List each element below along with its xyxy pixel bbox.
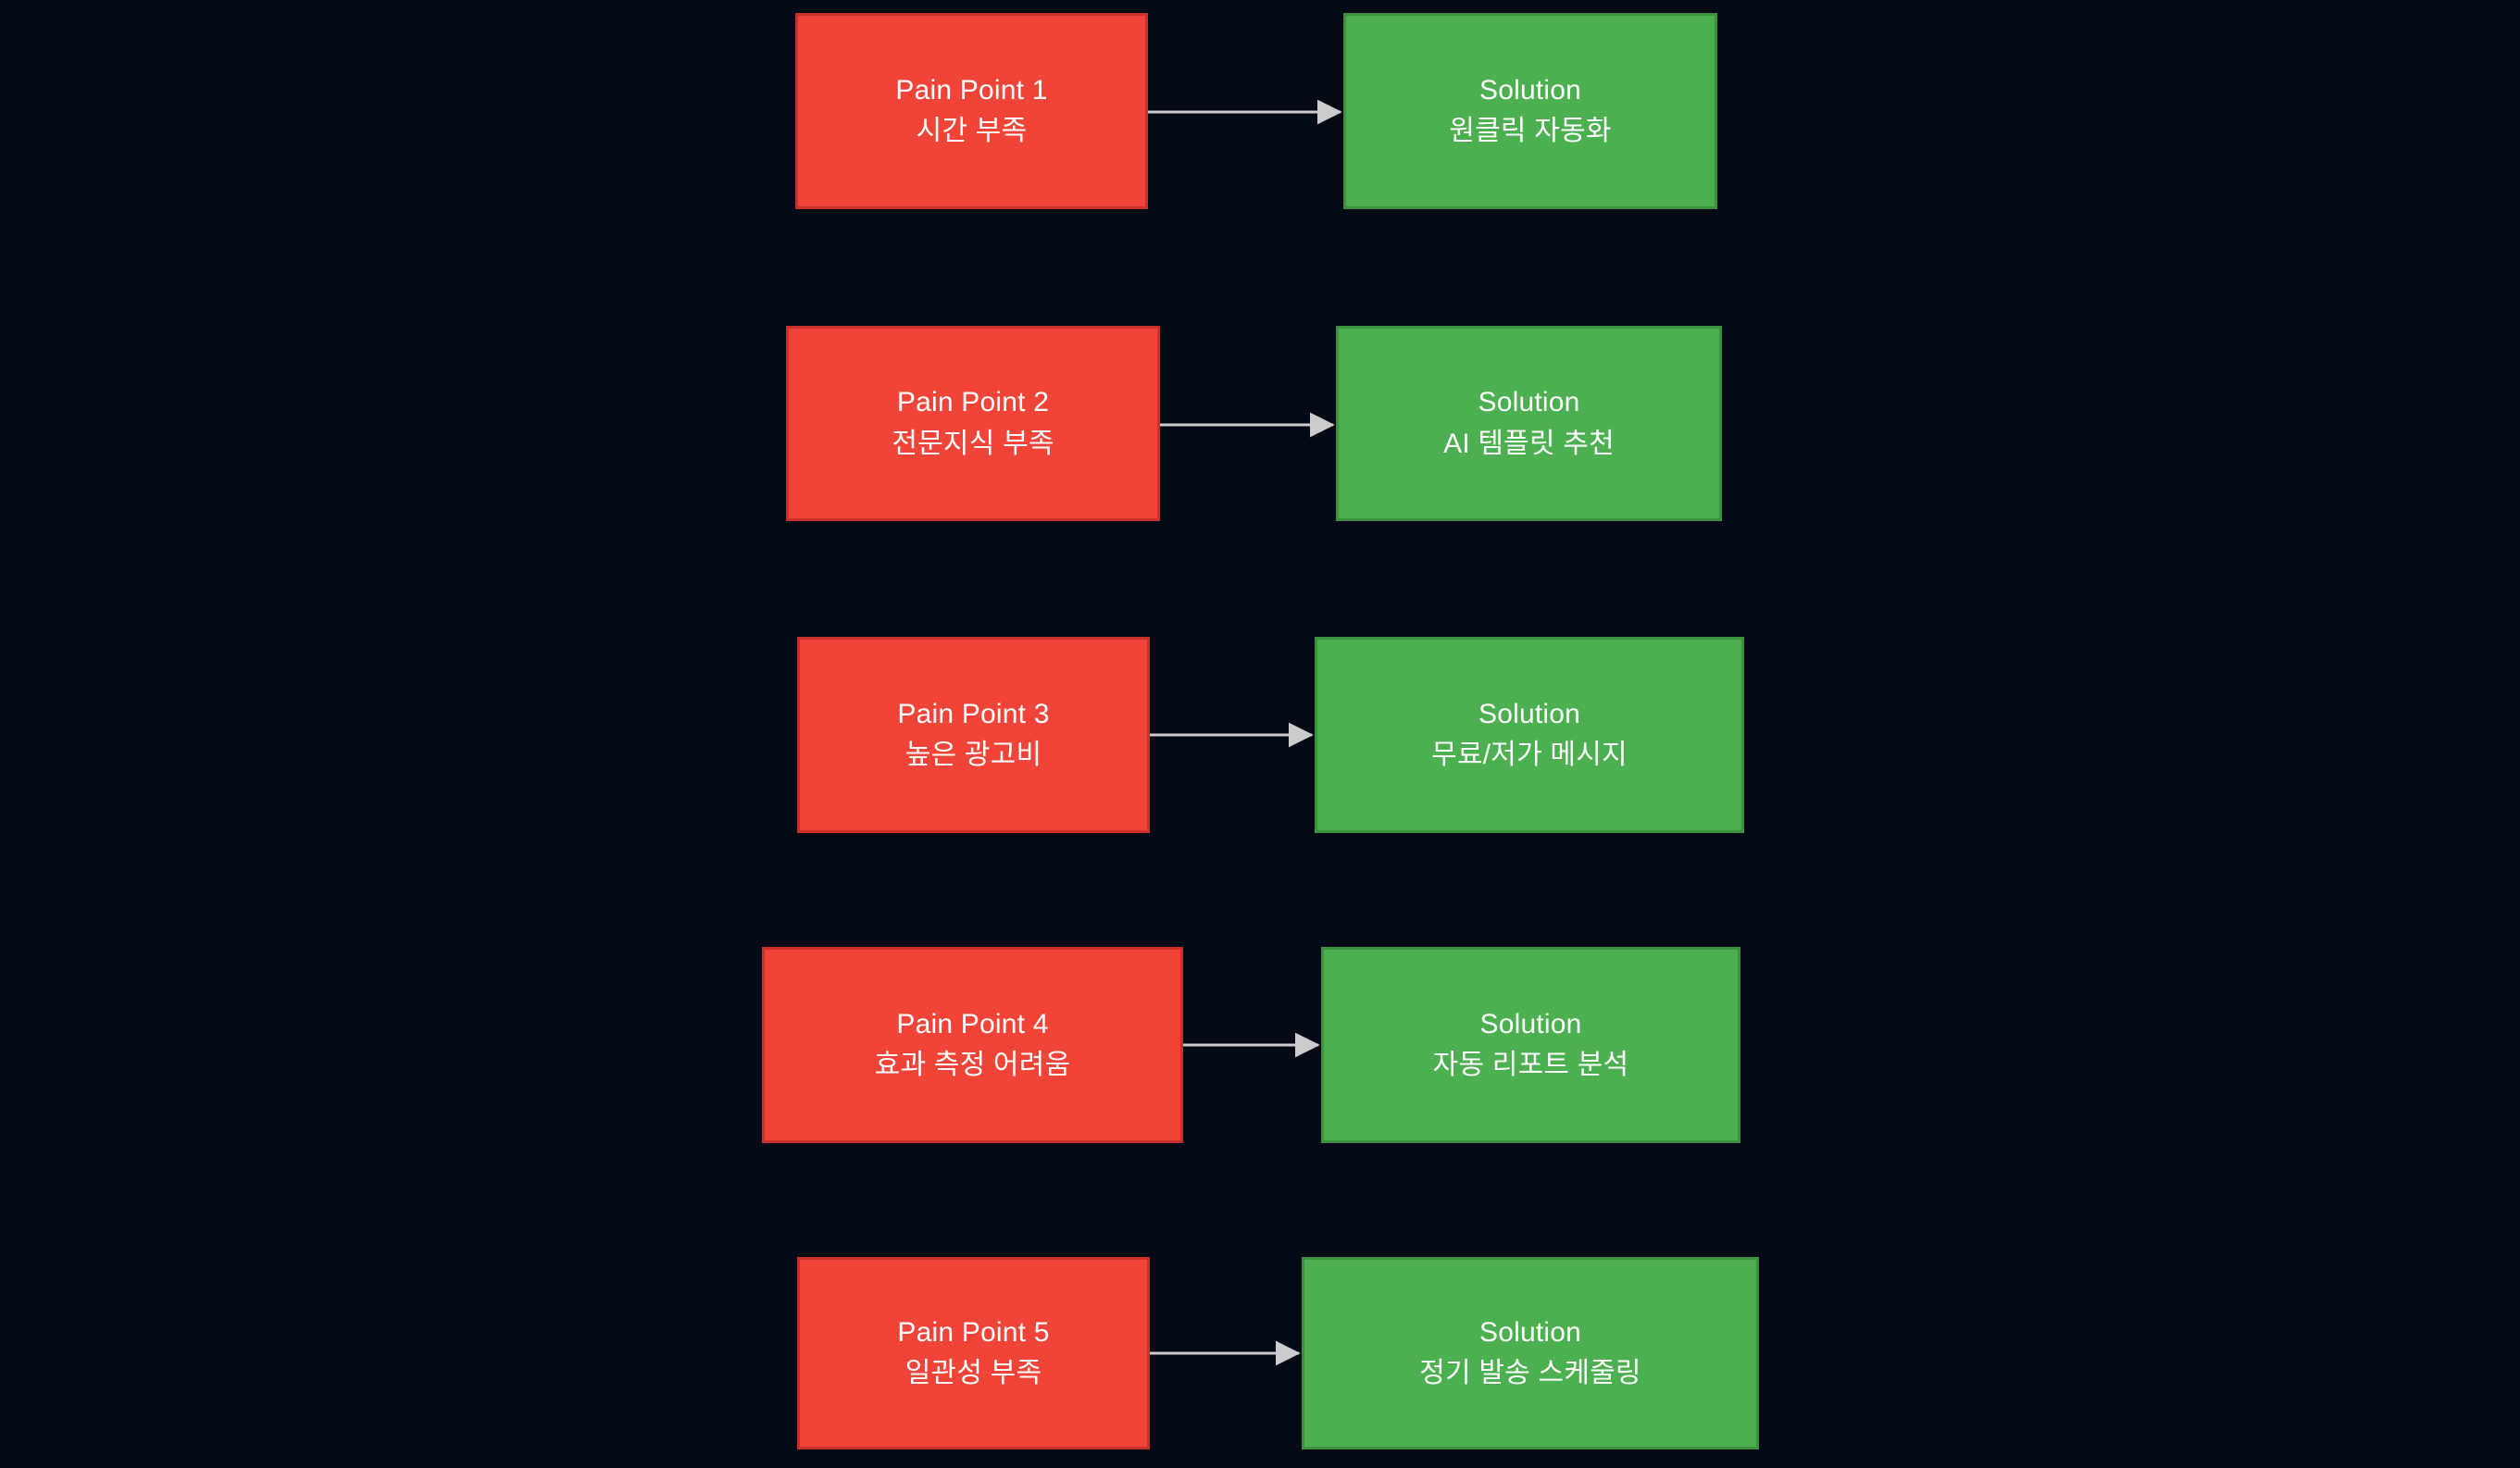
pain-point-node-2-title: Pain Point 2: [896, 387, 1050, 418]
solution-node-1[interactable]: Solution 원클릭 자동화: [1343, 13, 1717, 209]
solution-node-5[interactable]: Solution 정기 발송 스케줄링: [1302, 1257, 1759, 1449]
pain-point-node-5-title: Pain Point 5: [897, 1316, 1050, 1348]
pain-point-node-3[interactable]: Pain Point 3 높은 광고비: [797, 637, 1150, 833]
pain-point-node-1-title: Pain Point 1: [895, 74, 1048, 106]
solution-node-5-detail: 정기 발송 스케줄링: [1419, 1358, 1641, 1388]
pain-point-node-5[interactable]: Pain Point 5 일관성 부족: [797, 1257, 1150, 1449]
pain-point-node-1-detail: 시간 부족: [916, 116, 1028, 146]
pain-point-node-1[interactable]: Pain Point 1 시간 부족: [795, 13, 1148, 209]
solution-node-4-title: Solution: [1479, 1008, 1582, 1039]
pain-point-node-3-title: Pain Point 3: [897, 698, 1050, 729]
solution-node-3[interactable]: Solution 무료/저가 메시지: [1315, 637, 1744, 833]
pain-point-node-3-detail: 높은 광고비: [904, 740, 1042, 770]
pain-point-node-5-detail: 일관성 부족: [904, 1358, 1042, 1388]
solution-node-3-detail: 무료/저가 메시지: [1431, 740, 1628, 770]
pain-point-node-4-detail: 효과 측정 어려움: [874, 1050, 1071, 1080]
solution-node-2-detail: AI 템플릿 추천: [1443, 428, 1615, 459]
solution-node-4[interactable]: Solution 자동 리포트 분석: [1321, 947, 1740, 1143]
solution-node-3-title: Solution: [1478, 698, 1580, 729]
solution-node-1-detail: 원클릭 자동화: [1449, 116, 1612, 146]
solution-node-2[interactable]: Solution AI 템플릿 추천: [1336, 326, 1722, 521]
pain-point-node-4[interactable]: Pain Point 4 효과 측정 어려움: [762, 947, 1183, 1143]
pain-point-node-2-detail: 전문지식 부족: [892, 428, 1054, 459]
pain-point-node-4-title: Pain Point 4: [896, 1008, 1049, 1039]
pain-point-node-2[interactable]: Pain Point 2 전문지식 부족: [786, 326, 1160, 521]
solution-node-4-detail: 자동 리포트 분석: [1432, 1050, 1629, 1080]
solution-node-1-title: Solution: [1478, 74, 1581, 106]
solution-node-2-title: Solution: [1478, 387, 1580, 418]
solution-node-5-title: Solution: [1478, 1316, 1581, 1348]
